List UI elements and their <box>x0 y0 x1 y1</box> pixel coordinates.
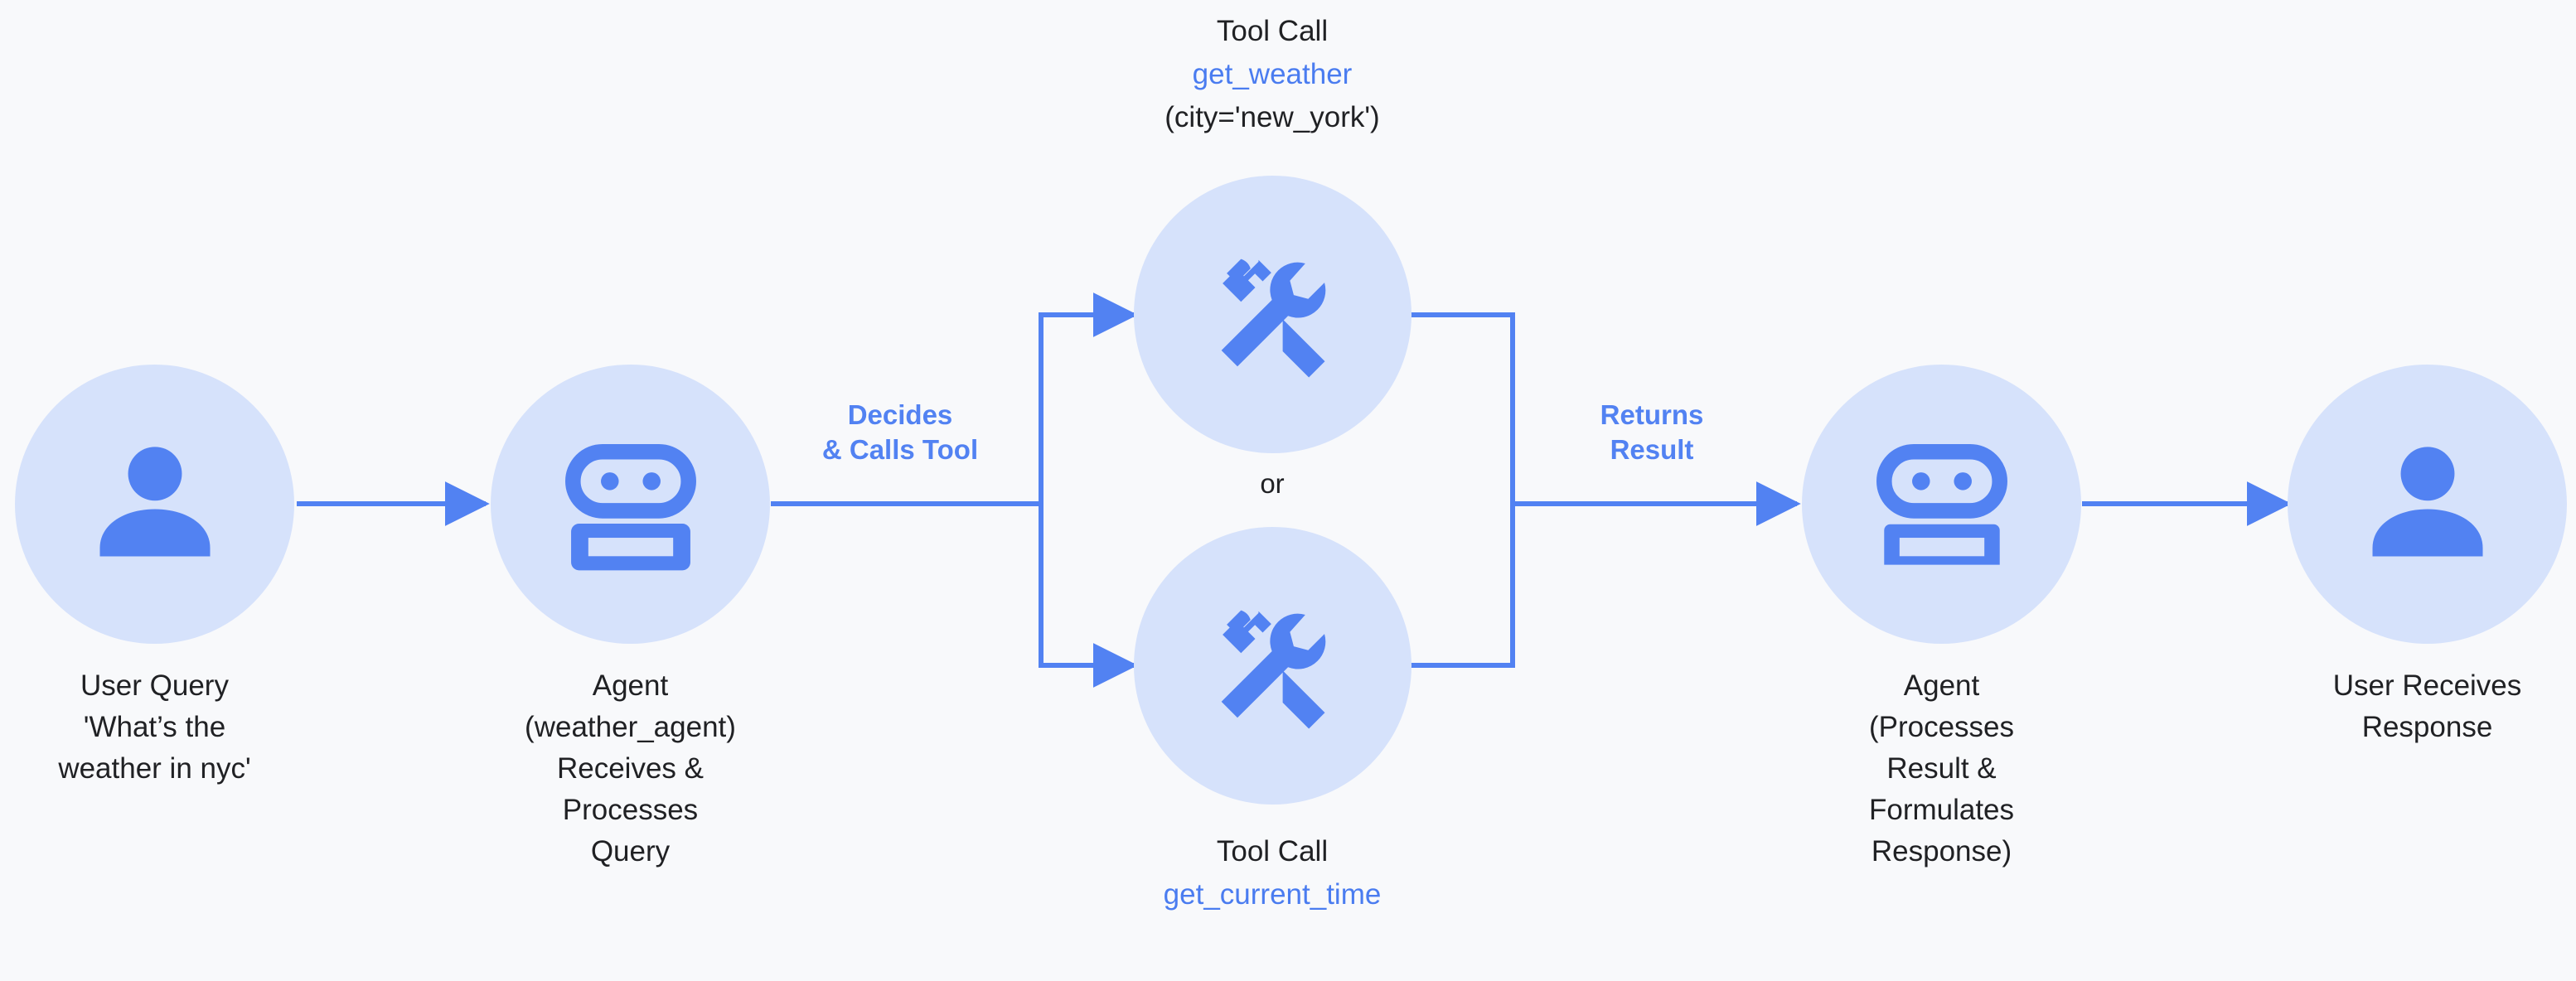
edge-label-returns: Returns Result <box>1600 399 1704 465</box>
tool-time-caption: Tool Call get_current_time <box>1040 830 1504 916</box>
node-user-response-label: User Receives Response <box>2332 669 2522 743</box>
tool-weather-caption-args: (city='new_york') <box>1165 101 1380 133</box>
agent-respond-bubble <box>1802 365 2081 644</box>
node-tool-weather[interactable] <box>1134 176 1411 453</box>
robot-icon <box>564 443 696 570</box>
tool-time-caption-fn: get_current_time <box>1163 878 1382 911</box>
edge-label-decides: Decides & Calls Tool <box>821 399 979 465</box>
robot-icon <box>1876 443 2007 565</box>
person-icon <box>99 446 210 557</box>
node-user-query-label: User Query 'What’s the weather in nyc' <box>58 669 251 785</box>
node-agent-receive[interactable]: Agent (weather_agent) Receives & Process… <box>491 365 770 872</box>
tools-icon <box>1221 259 1325 378</box>
node-user-query[interactable]: User Query 'What’s the weather in nyc' <box>15 365 294 790</box>
tools-icon <box>1221 610 1325 729</box>
tool-weather-caption: Tool Call get_weather (city='new_york') <box>1040 10 1504 139</box>
tool-weather-bubble <box>1134 176 1411 453</box>
user-query-bubble <box>15 365 294 644</box>
tool-weather-caption-fn: get_weather <box>1192 58 1353 90</box>
node-agent-receive-label: Agent (weather_agent) Receives & Process… <box>525 669 736 867</box>
or-label: or <box>1260 468 1285 499</box>
tool-time-bubble <box>1134 527 1411 805</box>
tool-weather-caption-title: Tool Call <box>1216 15 1329 47</box>
node-tool-time[interactable] <box>1134 527 1411 805</box>
person-icon <box>2372 446 2482 557</box>
node-user-response[interactable]: User Receives Response <box>2288 365 2567 748</box>
node-agent-respond[interactable]: Agent (Processes Result & Formulates Res… <box>1802 365 2081 872</box>
user-response-bubble <box>2288 365 2567 644</box>
node-agent-respond-label: Agent (Processes Result & Formulates Res… <box>1868 669 2015 867</box>
agent-receive-bubble <box>491 365 770 644</box>
tool-time-caption-title: Tool Call <box>1216 835 1329 867</box>
